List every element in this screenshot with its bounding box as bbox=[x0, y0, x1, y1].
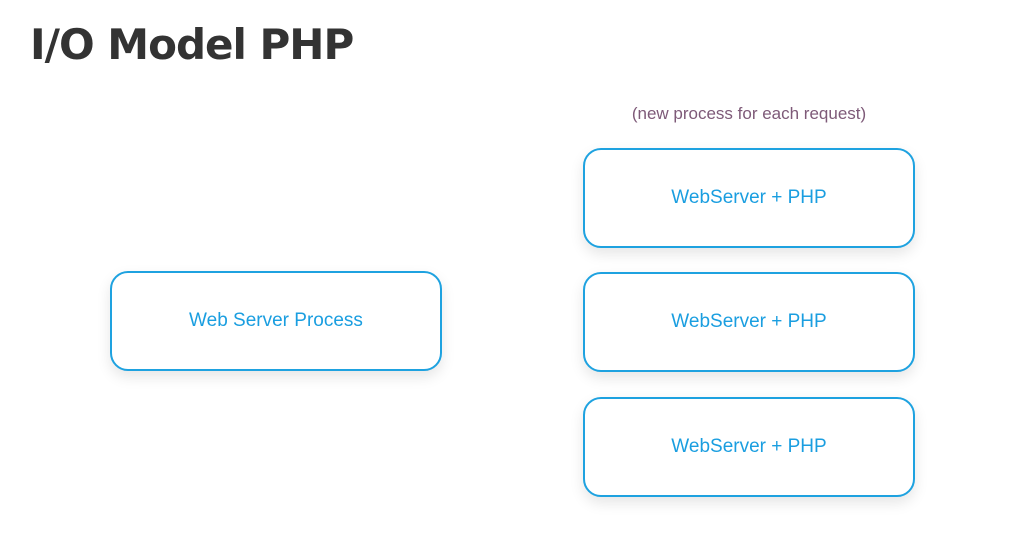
webserver-php-box-2: WebServer + PHP bbox=[583, 272, 915, 372]
web-server-process-label: Web Server Process bbox=[189, 310, 363, 331]
webserver-php-box-3: WebServer + PHP bbox=[583, 397, 915, 497]
webserver-php-label-2: WebServer + PHP bbox=[671, 311, 827, 332]
process-note: (new process for each request) bbox=[631, 104, 867, 123]
webserver-php-label-1: WebServer + PHP bbox=[671, 187, 827, 208]
slide-title: I/O Model PHP bbox=[30, 20, 354, 69]
webserver-php-label-3: WebServer + PHP bbox=[671, 436, 827, 457]
webserver-php-box-1: WebServer + PHP bbox=[583, 148, 915, 248]
web-server-process-box: Web Server Process bbox=[110, 271, 442, 371]
